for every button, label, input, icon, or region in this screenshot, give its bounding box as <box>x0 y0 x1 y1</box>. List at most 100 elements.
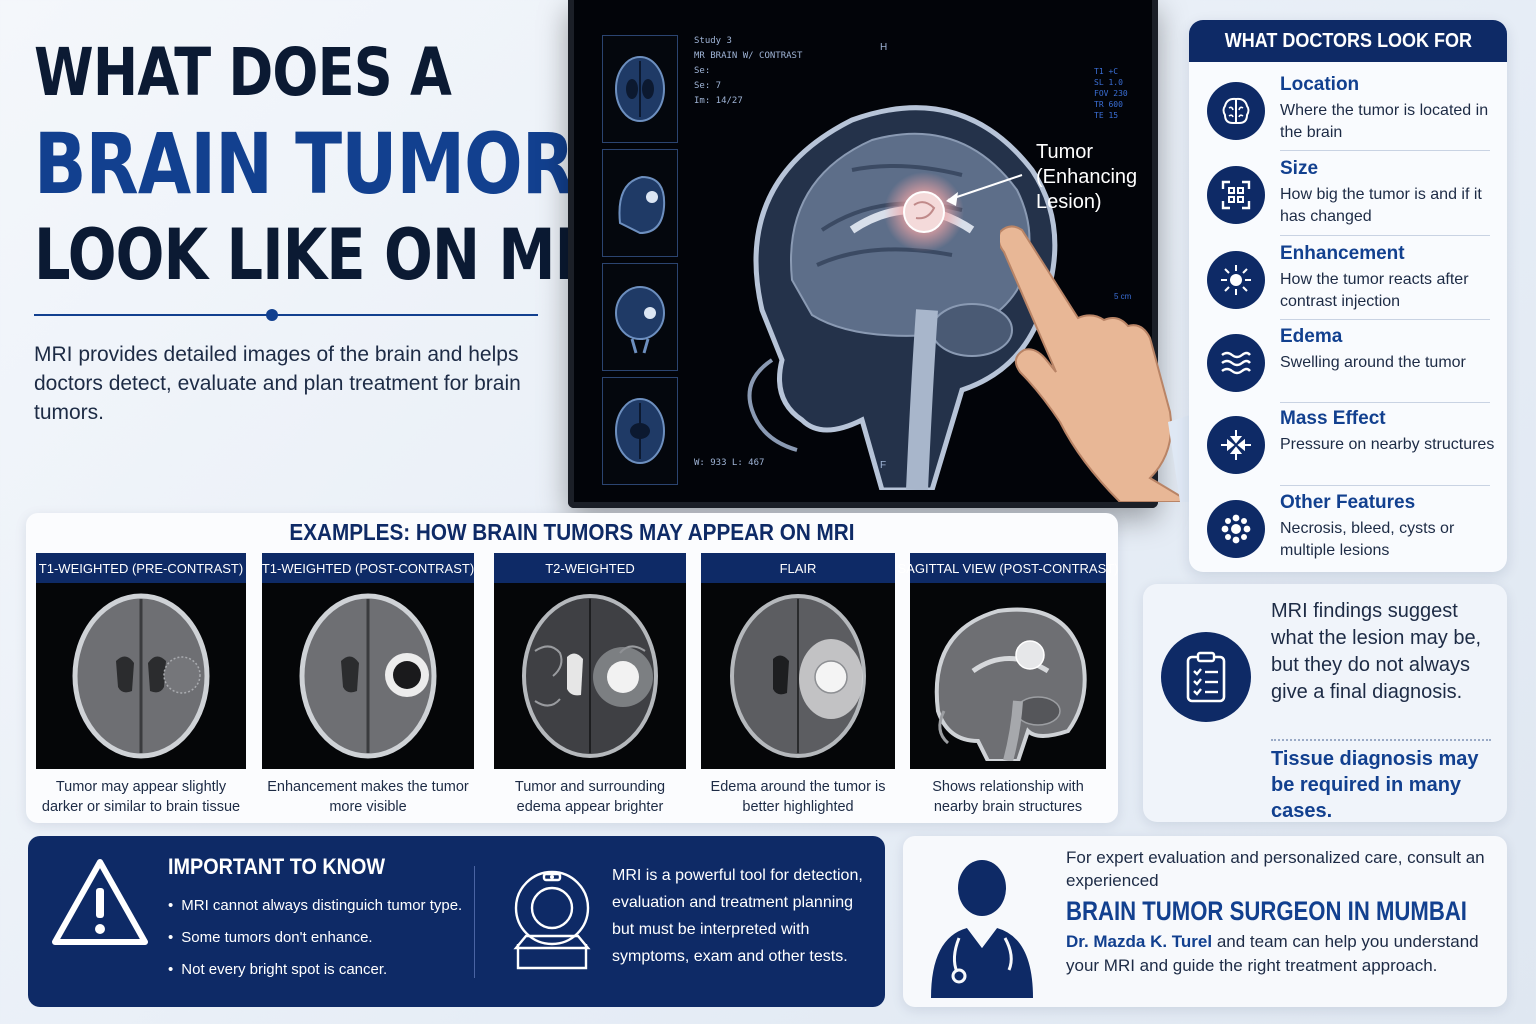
compress-arrows-icon <box>1207 416 1265 474</box>
look-item-mass-effect: Mass Effect Pressure on nearby structure… <box>1205 406 1495 486</box>
surgeon-intro: For expert evaluation and personalized c… <box>1066 848 1485 890</box>
mri-axial-t1-post-image <box>262 583 474 769</box>
title-divider-dot <box>266 309 278 321</box>
important-item: Not every bright spot is cancer. <box>168 954 462 986</box>
title-line-1: WHAT DOES A <box>34 34 452 111</box>
title-divider <box>34 314 538 316</box>
example-label: FLAIR <box>701 553 895 583</box>
important-panel: IMPORTANT TO KNOW MRI cannot always dist… <box>28 836 885 1007</box>
look-item-title: Enhancement <box>1280 243 1405 264</box>
mri-axial-flair-image <box>701 583 895 769</box>
look-item-desc: Necrosis, bleed, cysts or multiple lesio… <box>1280 520 1455 559</box>
image-index: Im: 14/27 <box>694 96 743 106</box>
doctors-look-for-panel: WHAT DOCTORS LOOK FOR Location Where the… <box>1189 20 1507 572</box>
look-separator <box>1280 485 1490 486</box>
important-item: MRI cannot always distinguich tumor type… <box>168 890 462 922</box>
look-item-title: Edema <box>1280 326 1343 347</box>
important-item: Some tumors don't enhance. <box>168 922 462 954</box>
tumor-label: Tumor (Enhancing Lesion) <box>1036 141 1138 213</box>
findings-note: Tissue diagnosis may be required in many… <box>1271 748 1479 822</box>
thumbnail-axial-2[interactable] <box>602 377 678 485</box>
size-frame-icon <box>1207 166 1265 224</box>
look-item-title: Other Features <box>1280 492 1416 513</box>
pointing-hand-illustration <box>1000 225 1200 502</box>
study-label: Study 3 <box>694 36 732 46</box>
mri-monitor: Study 3 MR BRAIN W/ CONTRAST Se: Se: 7 I… <box>568 0 1158 508</box>
monitor-screen: Study 3 MR BRAIN W/ CONTRAST Se: Se: 7 I… <box>574 0 1152 502</box>
waves-icon <box>1207 334 1265 392</box>
example-caption: Edema around the tumor is better highlig… <box>710 779 886 815</box>
mri-sagittal-post-image <box>910 583 1106 769</box>
warning-icon <box>52 859 148 945</box>
param-4: TE 15 <box>1094 111 1119 120</box>
surgeon-name[interactable]: Dr. Mazda K. Turel <box>1066 932 1213 951</box>
example-caption: Enhancement makes the tumor more visible <box>267 779 469 815</box>
examples-title-text: EXAMPLES: HOW BRAIN TUMORS MAY APPEAR ON… <box>289 519 855 545</box>
look-separator <box>1280 235 1490 236</box>
findings-separator <box>1271 739 1491 741</box>
scan-params: T1 +C SL 1.0 FOV 230 TR 600 TE 15 <box>1094 66 1128 121</box>
look-separator <box>1280 150 1490 151</box>
look-separator <box>1280 319 1490 320</box>
brain-icon <box>1207 82 1265 140</box>
burst-icon <box>1207 251 1265 309</box>
examples-panel: EXAMPLES: HOW BRAIN TUMORS MAY APPEAR ON… <box>26 513 1119 823</box>
orientation-top: H <box>880 42 888 53</box>
param-3: TR 600 <box>1094 100 1123 109</box>
look-item-desc: Swelling around the tumor <box>1280 354 1466 371</box>
look-item-edema: Edema Swelling around the tumor <box>1205 324 1495 404</box>
important-list: MRI cannot always distinguich tumor type… <box>168 890 462 986</box>
important-title: IMPORTANT TO KNOW <box>168 854 409 880</box>
look-for-header: WHAT DOCTORS LOOK FOR <box>1189 20 1507 62</box>
example-card-sagittal: SAGITTAL VIEW (POST-CONTRAST) Shows rela… <box>898 553 1119 815</box>
look-item-title: Location <box>1280 74 1360 95</box>
surgeon-panel: For expert evaluation and personalized c… <box>903 836 1507 1007</box>
title-line-2: BRAIN TUMOR <box>34 115 575 213</box>
look-item-size: Size How big the tumor is and if it has … <box>1205 156 1495 236</box>
surgeon-title: BRAIN TUMOR SURGEON IN MUMBAI <box>1066 896 1536 927</box>
param-0: T1 +C <box>1094 67 1119 76</box>
mri-axial-t1-pre-image <box>36 583 246 769</box>
intro-text: MRI provides detailed images of the brai… <box>34 343 521 424</box>
important-title-text: IMPORTANT TO KNOW <box>168 854 386 879</box>
look-item-desc: Where the tumor is located in the brain <box>1280 102 1489 141</box>
example-label: T1-WEIGHTED (POST-CONTRAST) <box>262 553 474 583</box>
thumbnail-sagittal-1[interactable] <box>602 149 678 257</box>
title-line-3: LOOK LIKE ON MRI? <box>34 214 652 296</box>
look-for-header-text: WHAT DOCTORS LOOK FOR <box>1224 29 1472 52</box>
look-separator <box>1280 402 1490 403</box>
param-2: FOV 230 <box>1094 89 1128 98</box>
mri-axial-t2-image <box>494 583 686 769</box>
sagittal-mri-image <box>747 105 1058 490</box>
look-item-desc: Pressure on nearby structures <box>1280 436 1495 453</box>
findings-text: MRI findings suggest what the lesion may… <box>1271 600 1482 703</box>
orientation-bottom: F <box>880 460 887 471</box>
doctor-icon <box>931 860 1033 998</box>
example-caption: Tumor may appear slightly darker or simi… <box>41 779 241 815</box>
param-1: SL 1.0 <box>1094 78 1123 87</box>
look-item-location: Location Where the tumor is located in t… <box>1205 72 1495 152</box>
example-label: T2-WEIGHTED <box>494 553 686 583</box>
title-block: WHAT DOES A BRAIN TUMOR LOOK LIKE ON MRI… <box>34 34 652 296</box>
cell-cluster-icon <box>1207 500 1265 558</box>
example-caption: Tumor and surrounding edema appear brigh… <box>514 779 666 815</box>
example-card-flair: FLAIR Edema around the tumor is better h… <box>701 553 895 815</box>
example-card-t1-post: T1-WEIGHTED (POST-CONTRAST) Enhancement … <box>262 553 474 815</box>
look-item-desc: How the tumor reacts after contrast inje… <box>1280 271 1469 310</box>
example-label: T1-WEIGHTED (PRE-CONTRAST) <box>36 553 246 583</box>
example-card-t2: T2-WEIGHTED Tumor and surrounding edema … <box>494 553 686 815</box>
series-2: Se: 7 <box>694 81 722 91</box>
look-item-title: Size <box>1280 158 1319 179</box>
thumbnail-coronal-1[interactable] <box>602 263 678 371</box>
clipboard-checklist-icon <box>1161 632 1251 722</box>
example-label: SAGITTAL VIEW (POST-CONTRAST) <box>898 553 1119 583</box>
surgeon-desc-rest: and team can help you understand your MR… <box>1066 932 1479 975</box>
mri-scanner-icon <box>513 870 591 970</box>
thumbnail-axial-1[interactable] <box>602 35 678 143</box>
example-caption: Shows relationship with nearby brain str… <box>932 779 1084 815</box>
important-right-text: MRI is a powerful tool for detection, ev… <box>612 867 863 965</box>
surgeon-title-text: BRAIN TUMOR SURGEON IN MUMBAI <box>1066 896 1467 926</box>
important-divider <box>474 866 475 978</box>
window-level: W: 933 L: 467 <box>694 458 765 468</box>
findings-panel: MRI findings suggest what the lesion may… <box>1143 584 1507 822</box>
